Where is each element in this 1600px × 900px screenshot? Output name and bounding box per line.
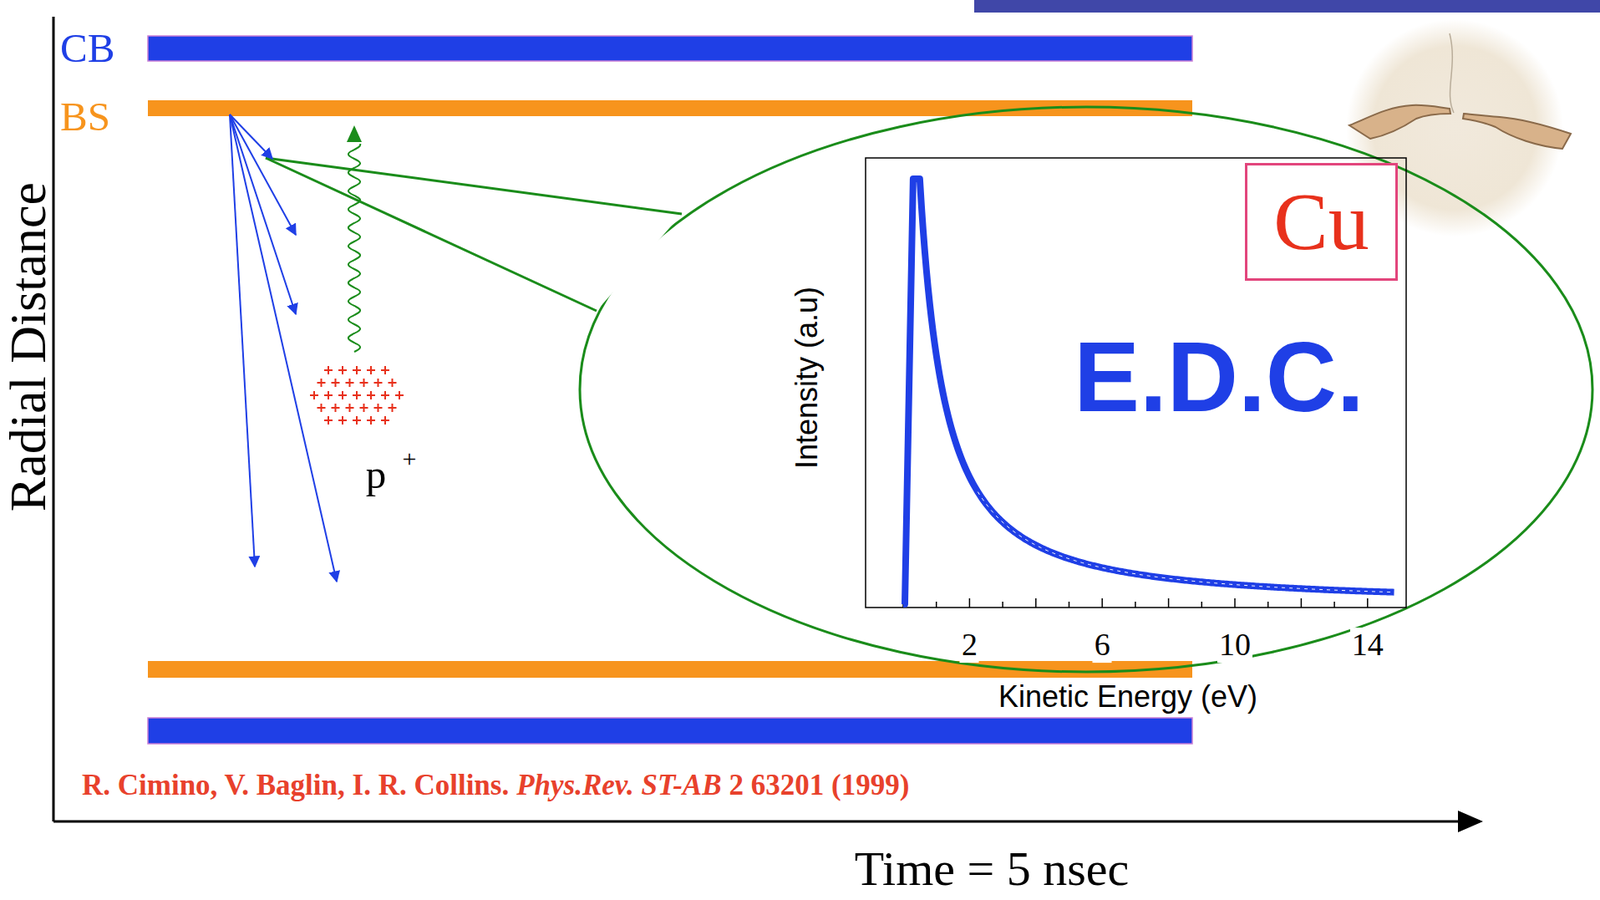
proton-mark bbox=[324, 416, 333, 425]
photon-arrow-head bbox=[346, 125, 362, 143]
axis-tick bbox=[1134, 601, 1137, 608]
proton-mark bbox=[366, 391, 376, 400]
time-axis-arrow bbox=[1457, 810, 1484, 833]
axis-title: Intensity (a.u) bbox=[790, 284, 824, 471]
proton-mark bbox=[352, 416, 361, 425]
axis-title: Radial Distance bbox=[1, 180, 54, 514]
edc-fit-line bbox=[977, 492, 1394, 593]
axis-tick bbox=[1201, 601, 1204, 608]
axis-tick bbox=[1267, 601, 1270, 608]
tick-label: 10 bbox=[1217, 627, 1253, 663]
axis-tick bbox=[1001, 601, 1004, 608]
particle-charge: + bbox=[401, 444, 419, 473]
tick-label: 6 bbox=[1092, 627, 1113, 663]
cold-bore-bar bbox=[147, 717, 1193, 744]
fresco-crack bbox=[1449, 33, 1454, 113]
proton-mark bbox=[380, 365, 390, 375]
electron-arrow bbox=[229, 114, 337, 582]
proton-mark bbox=[338, 416, 347, 425]
chamber-label: BS bbox=[58, 94, 112, 140]
photon-wave bbox=[348, 143, 361, 352]
proton-mark bbox=[352, 365, 361, 375]
particle-label: p bbox=[364, 452, 389, 498]
axis-tick bbox=[935, 601, 938, 608]
chart-ticks bbox=[903, 598, 1368, 608]
proton-mark bbox=[309, 391, 319, 400]
electron-arrow bbox=[229, 114, 255, 567]
electron-arrow bbox=[229, 114, 296, 315]
axis-title: Kinetic Energy (eV) bbox=[996, 680, 1260, 714]
proton-mark bbox=[388, 403, 397, 412]
axis-tick bbox=[1168, 598, 1170, 608]
reference-volume: 2 63201 (1999) bbox=[729, 768, 910, 803]
proton-mark bbox=[317, 403, 326, 412]
proton-mark bbox=[338, 391, 347, 400]
proton-mark bbox=[366, 416, 376, 425]
proton-mark bbox=[360, 403, 369, 412]
axis-tick bbox=[1333, 601, 1336, 608]
callout-tail-fill bbox=[265, 157, 682, 311]
element-box: Cu bbox=[1244, 162, 1398, 281]
electron-arrow bbox=[229, 114, 273, 159]
proton-mark bbox=[366, 365, 376, 375]
header-bar bbox=[974, 0, 1600, 13]
tick-label: 2 bbox=[960, 627, 980, 663]
reference-journal: Phys.Rev. ST-AB bbox=[516, 768, 722, 803]
time-axis bbox=[53, 820, 1463, 823]
axis-tick bbox=[1300, 598, 1303, 608]
chart-frame bbox=[865, 157, 1407, 608]
callout-tail bbox=[265, 157, 597, 311]
proton-mark bbox=[345, 378, 355, 387]
proton-mark bbox=[374, 378, 383, 387]
callout-ellipse bbox=[579, 106, 1593, 672]
right-hand bbox=[1462, 113, 1571, 149]
reference-authors: R. Cimino, V. Baglin, I. R. Collins. bbox=[81, 768, 509, 803]
axis-tick bbox=[1068, 601, 1071, 608]
element-label: Cu bbox=[1273, 177, 1369, 268]
reference-line: R. Cimino, V. Baglin, I. R. Collins.Phys… bbox=[81, 768, 910, 803]
proton-mark bbox=[324, 391, 333, 400]
axis-tick bbox=[1366, 598, 1369, 608]
proton-mark bbox=[324, 365, 333, 375]
proton-bunch bbox=[309, 365, 404, 425]
cold-bore-bar bbox=[147, 35, 1193, 61]
proton-mark bbox=[380, 416, 390, 425]
chart-title: E.D.C. bbox=[1071, 323, 1367, 432]
proton-mark bbox=[331, 378, 341, 387]
proton-mark bbox=[388, 378, 397, 387]
proton-mark bbox=[317, 378, 326, 387]
tick-label: 14 bbox=[1350, 627, 1386, 663]
time-label: Time = 5 nsec bbox=[853, 842, 1132, 896]
axis-tick bbox=[1101, 598, 1103, 608]
axis-tick bbox=[1035, 598, 1037, 608]
proton-mark bbox=[331, 403, 341, 412]
photon-wave-path bbox=[348, 143, 361, 352]
left-hand bbox=[1349, 105, 1451, 139]
proton-mark bbox=[352, 391, 361, 400]
chamber-label: CB bbox=[58, 25, 117, 72]
proton-mark bbox=[338, 365, 347, 375]
proton-mark bbox=[360, 378, 369, 387]
axis-tick bbox=[969, 598, 971, 608]
proton-mark bbox=[380, 391, 390, 400]
proton-mark bbox=[374, 403, 383, 412]
proton-mark bbox=[345, 403, 355, 412]
axis-tick bbox=[1234, 598, 1236, 608]
proton-mark bbox=[395, 391, 404, 400]
